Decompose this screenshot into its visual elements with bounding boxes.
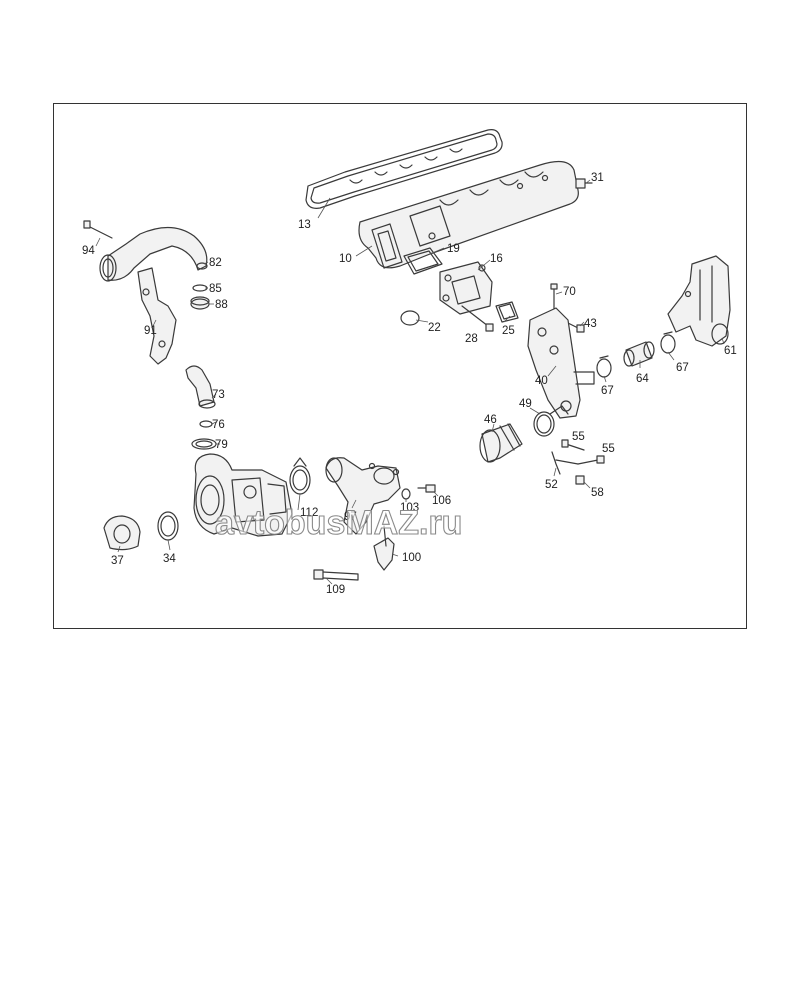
part-25-gasket	[495, 301, 519, 323]
callout-76: 76	[212, 419, 225, 431]
part-28-bolt	[461, 305, 494, 332]
callout-10: 10	[339, 253, 352, 265]
callout-97: 97	[344, 511, 357, 523]
callout-103: 103	[400, 502, 419, 514]
part-106-bolt	[417, 484, 436, 493]
callout-40: 40	[535, 375, 548, 387]
callout-67-right: 67	[676, 362, 689, 374]
part-37-flange	[103, 515, 141, 551]
callout-13: 13	[298, 219, 311, 231]
part-79-gasket	[191, 438, 217, 450]
part-55-bolt-lower	[577, 455, 605, 465]
callout-70: 70	[563, 286, 576, 298]
part-91-bracket	[137, 267, 177, 365]
part-22-o-ring	[400, 310, 420, 326]
part-76-o-ring	[199, 420, 213, 428]
leader-lines	[95, 179, 725, 585]
callout-94: 94	[82, 245, 95, 257]
callout-55-lower: 55	[602, 443, 615, 455]
callout-55-upper: 55	[572, 431, 585, 443]
watermark-text: avtobusMAZ.ru	[215, 504, 462, 542]
callout-88: 88	[215, 299, 228, 311]
callout-91: 91	[144, 325, 157, 337]
callout-37: 37	[111, 555, 124, 567]
callout-109: 109	[326, 584, 345, 596]
part-67-clamp-right	[660, 331, 676, 354]
part-52-bracket	[551, 451, 579, 475]
part-19-gasket	[403, 247, 443, 275]
callout-16: 16	[490, 253, 503, 265]
callout-64: 64	[636, 373, 649, 385]
callout-34: 34	[163, 553, 176, 565]
callout-106: 106	[432, 495, 451, 507]
callout-31: 31	[591, 172, 604, 184]
callout-49: 49	[519, 398, 532, 410]
callout-labels: 13 10 19 16 22 28 25 31 70 43 40 67 64 6…	[82, 172, 737, 596]
callout-100: 100	[402, 552, 421, 564]
part-97-exhaust-pipe	[325, 457, 401, 535]
callout-85: 85	[209, 283, 222, 295]
part-88-nut	[190, 296, 210, 310]
part-82-pipe	[99, 226, 208, 282]
callout-82: 82	[209, 257, 222, 269]
part-67-clamp-left	[596, 355, 612, 378]
callout-67-left: 67	[601, 385, 614, 397]
part-64-sleeve	[623, 341, 655, 367]
callout-61: 61	[724, 345, 737, 357]
part-58-nut	[575, 475, 585, 485]
callout-73: 73	[212, 389, 225, 401]
callout-22: 22	[428, 322, 441, 334]
part-94-bolt	[83, 220, 113, 239]
part-49-clamp	[533, 405, 569, 437]
callout-28: 28	[465, 333, 478, 345]
callout-79: 79	[215, 439, 228, 451]
part-46-hose	[479, 423, 523, 463]
callout-58: 58	[591, 487, 604, 499]
part-55-bolt-upper	[561, 439, 585, 451]
part-16-flange	[439, 261, 493, 315]
callout-43: 43	[584, 318, 597, 330]
part-85-o-ring	[192, 284, 208, 292]
callout-25: 25	[502, 325, 515, 337]
part-112-clamp	[289, 457, 311, 495]
callout-46: 46	[484, 414, 497, 426]
part-10-exhaust-manifold	[358, 160, 579, 269]
part-70-bolt	[550, 283, 558, 313]
part-109-bolt	[313, 569, 359, 581]
callout-19: 19	[447, 243, 460, 255]
part-40-bracket	[527, 307, 595, 419]
part-73-elbow-pipe	[185, 365, 216, 409]
part-100-bracket	[373, 525, 395, 571]
callout-112: 112	[300, 507, 318, 519]
callout-52: 52	[545, 479, 558, 491]
part-61-pipe	[667, 255, 731, 347]
part-34-clamp	[157, 511, 179, 541]
part-103-washer	[401, 488, 411, 500]
turbocharger	[193, 453, 293, 537]
part-13-gasket	[305, 129, 503, 209]
